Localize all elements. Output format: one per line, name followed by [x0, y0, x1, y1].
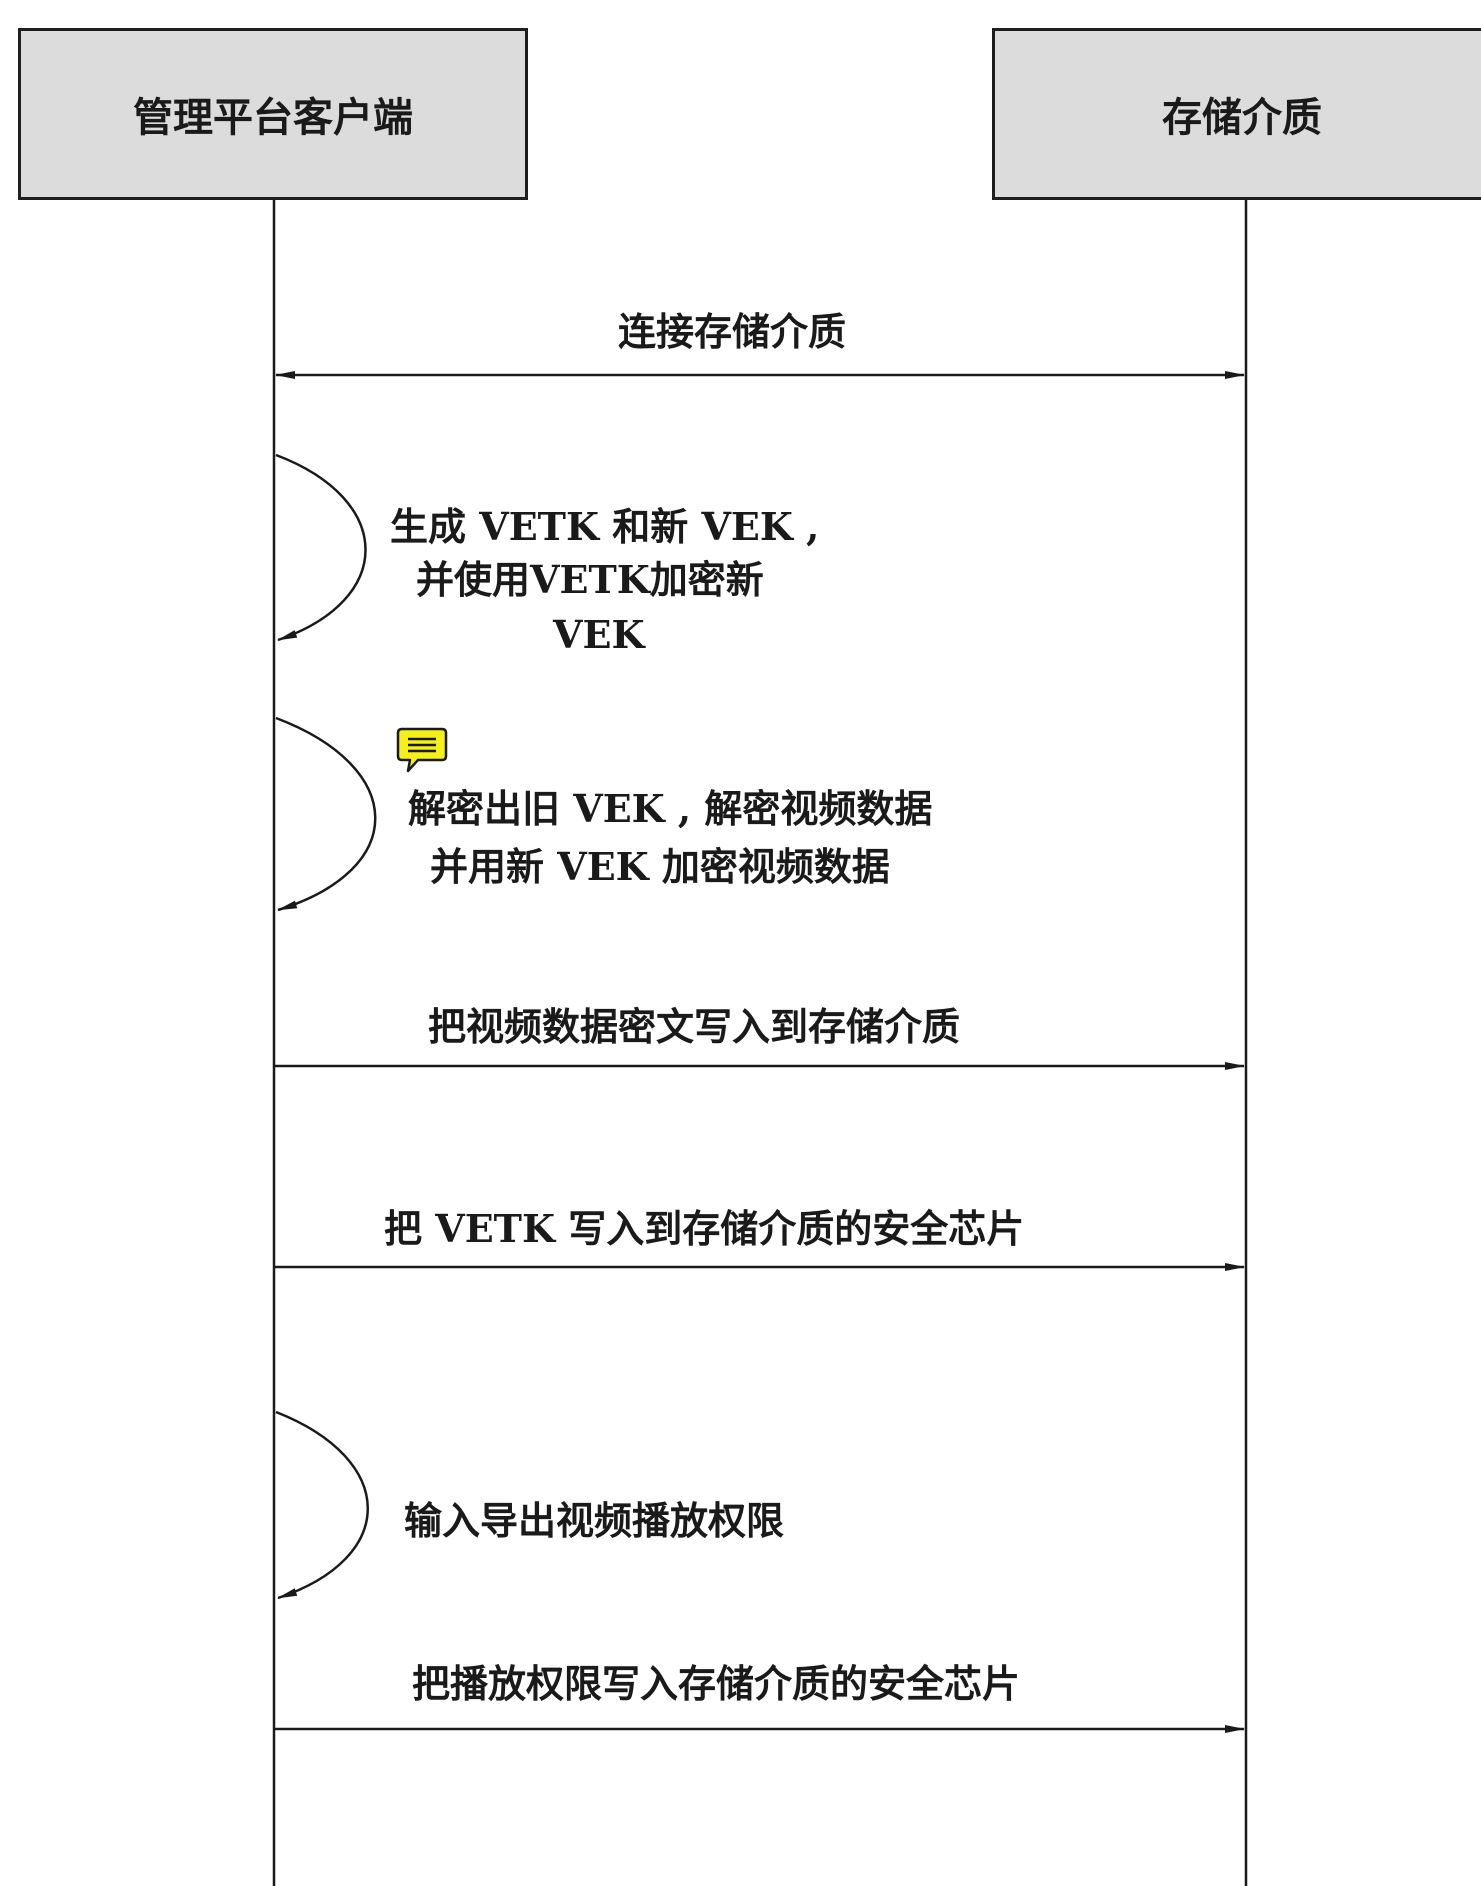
self-call-label-generate-line2: 并使用VETK加密新	[416, 557, 764, 602]
message-label-write-permission: 把播放权限写入存储介质的安全芯片	[412, 1661, 1020, 1706]
actor-management-client: 管理平台客户端	[18, 28, 528, 200]
self-call-arrow-generate	[275, 453, 367, 642]
self-call-label-permission: 输入导出视频播放权限	[404, 1498, 784, 1543]
self-call-label-reencrypt-line1: 解密出旧 VEK , 解密视频数据	[408, 786, 932, 831]
self-call-label-generate-line3: VEK	[552, 612, 646, 657]
comment-note-icon[interactable]	[396, 726, 448, 774]
self-call-label-reencrypt-line2: 并用新 VEK 加密视频数据	[430, 844, 890, 889]
message-label-connect: 连接存储介质	[618, 309, 846, 354]
message-label-write-vetk: 把 VETK 写入到存储介质的安全芯片	[384, 1206, 1024, 1251]
message-label-write-ciphertext: 把视频数据密文写入到存储介质	[428, 1004, 960, 1049]
actor-label-left: 管理平台客户端	[133, 94, 413, 141]
actor-label-right: 存储介质	[1162, 94, 1322, 141]
self-call-arrow-permission	[275, 1410, 369, 1600]
actor-storage-medium: 存储介质	[992, 28, 1481, 200]
self-call-label-generate-line1: 生成 VETK 和新 VEK ,	[390, 504, 819, 549]
self-call-arrow-reencrypt	[275, 716, 377, 912]
